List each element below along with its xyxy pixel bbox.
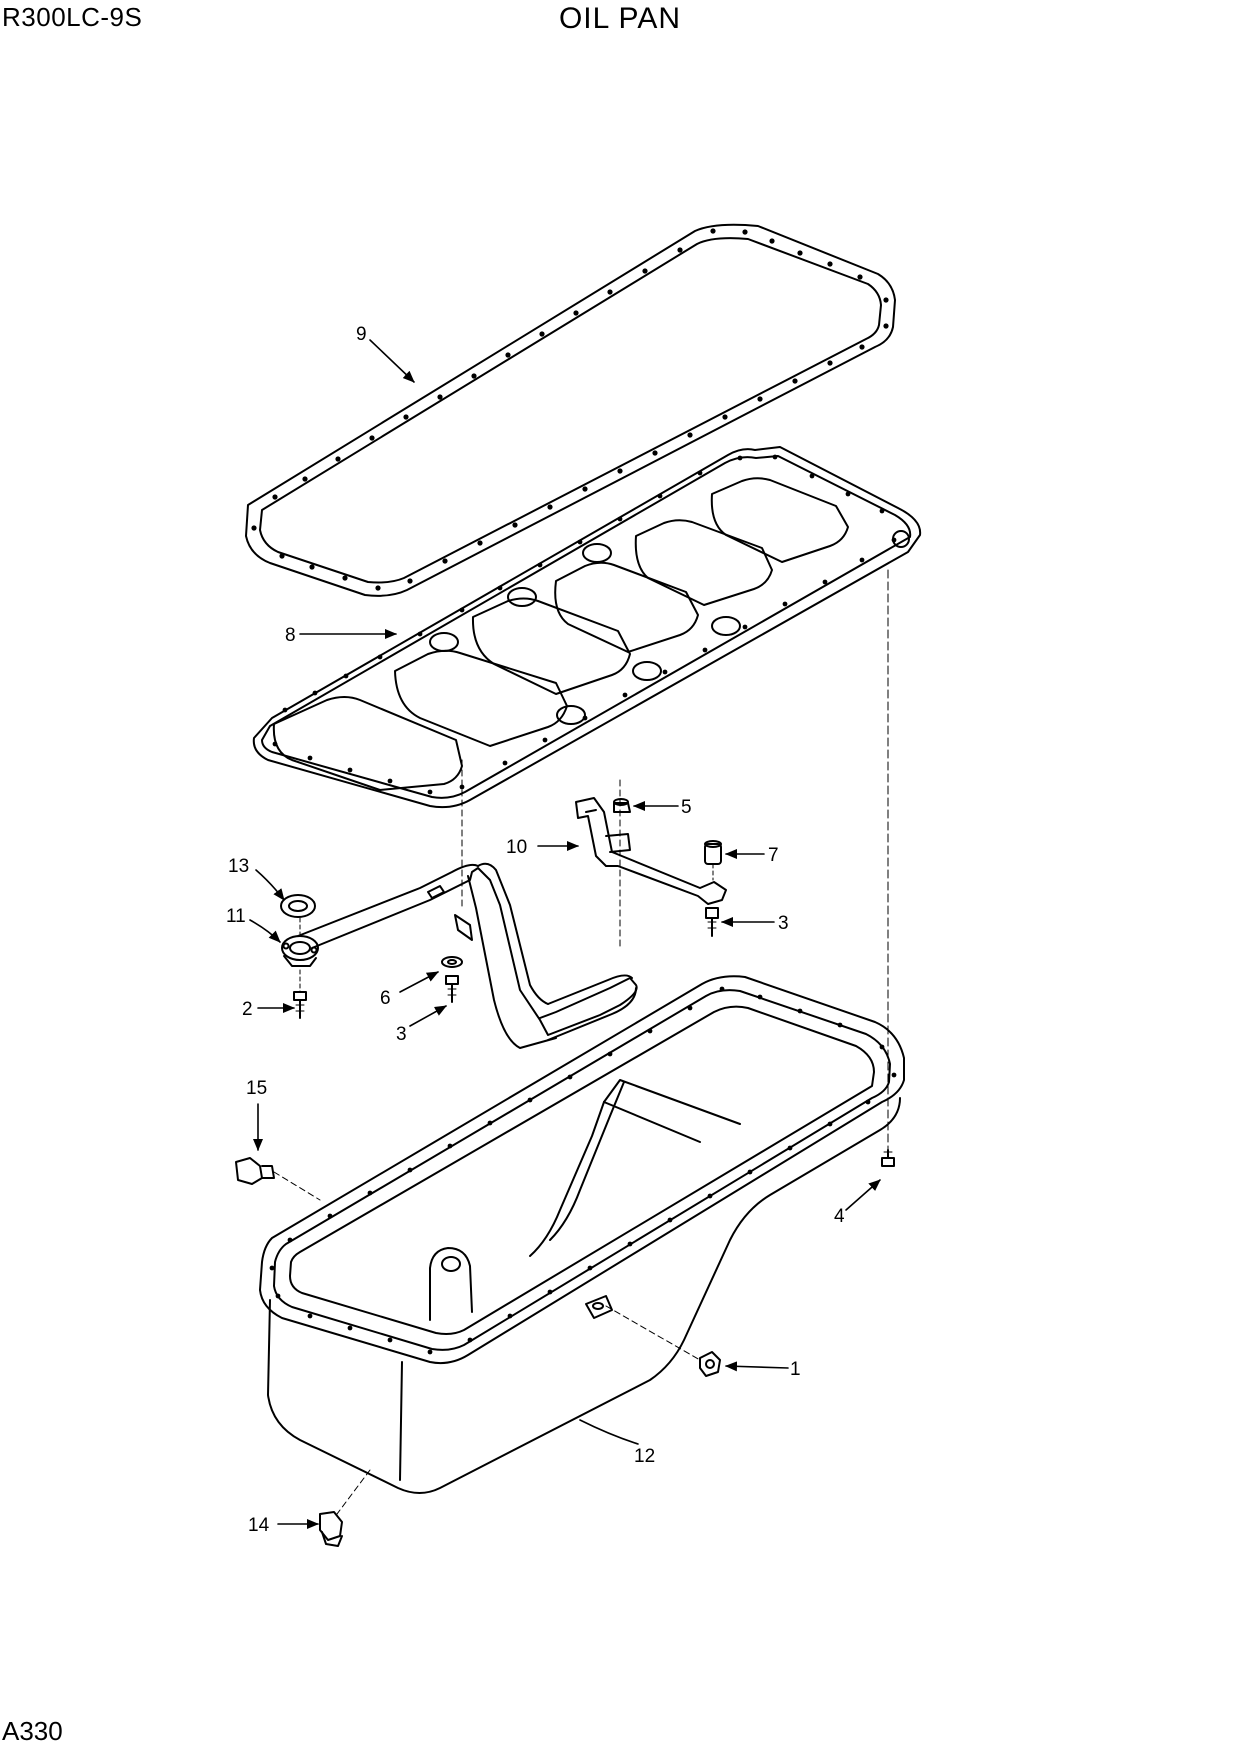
drain-plug-part-14 [319,1469,371,1547]
gasket-bolt-holes [251,228,889,591]
callout-15: 15 [246,1078,267,1099]
leader-13 [255,869,285,901]
callout-1: 1 [790,1359,801,1380]
window-4 [554,561,699,653]
callout-4: 4 [834,1206,845,1227]
bolt-part-3-lower [445,975,459,1003]
pan-bolt-holes [269,986,897,1355]
window-5 [634,519,773,606]
window-6 [710,477,849,563]
flange-part-11 [281,935,319,967]
spacer-part-7 [704,840,722,881]
leader-9 [369,339,415,383]
leader-12 [579,1419,639,1445]
page-code: A330 [2,1716,63,1746]
callout-6: 6 [380,988,391,1009]
callout-5: 5 [681,797,692,818]
washer-part-6 [441,956,463,968]
page-title-text: OIL PAN [558,2,682,35]
oil-pan-part-12 [259,975,905,1494]
callout-10: 10 [506,837,527,858]
leader-1 [725,1361,789,1372]
gasket-part-9 [245,223,896,597]
stiffener-plate-part-8 [252,446,922,809]
callout-14: 14 [248,1515,270,1536]
callout-11: 11 [226,906,246,927]
leader-11 [249,919,281,943]
callout-9: 9 [356,324,367,345]
bolt-part-4 [881,569,895,1167]
callout-labels: 9 8 5 10 7 3 13 11 2 6 3 15 4 1 12 14 [226,324,845,1536]
callout-13: 13 [228,856,249,877]
gasket-part-13 [280,894,316,935]
callout-3-upper: 3 [778,913,789,934]
leader-arrows [249,339,881,1529]
page-title: OIL PAN [0,2,1240,36]
plug-part-15 [235,1157,321,1201]
leader-6 [399,971,439,993]
leader-4 [845,1179,881,1211]
bolt-part-2 [293,969,307,1019]
model-number: R300LC-9S [2,2,143,32]
window-2 [394,649,568,747]
leader-3-lower [409,1005,447,1027]
window-1 [272,696,463,791]
callout-2: 2 [242,999,253,1020]
callout-8: 8 [285,625,296,646]
nut-part-5 [613,798,631,813]
bracket-part-10 [575,779,727,951]
suction-tube [297,759,638,1049]
window-3 [471,597,631,695]
callout-7: 7 [768,845,779,866]
plate-bolt-holes [272,454,897,795]
plug-part-1 [605,1305,721,1377]
callout-12: 12 [634,1446,655,1467]
bolt-part-3-upper [705,907,719,937]
callout-3-lower: 3 [396,1024,407,1045]
